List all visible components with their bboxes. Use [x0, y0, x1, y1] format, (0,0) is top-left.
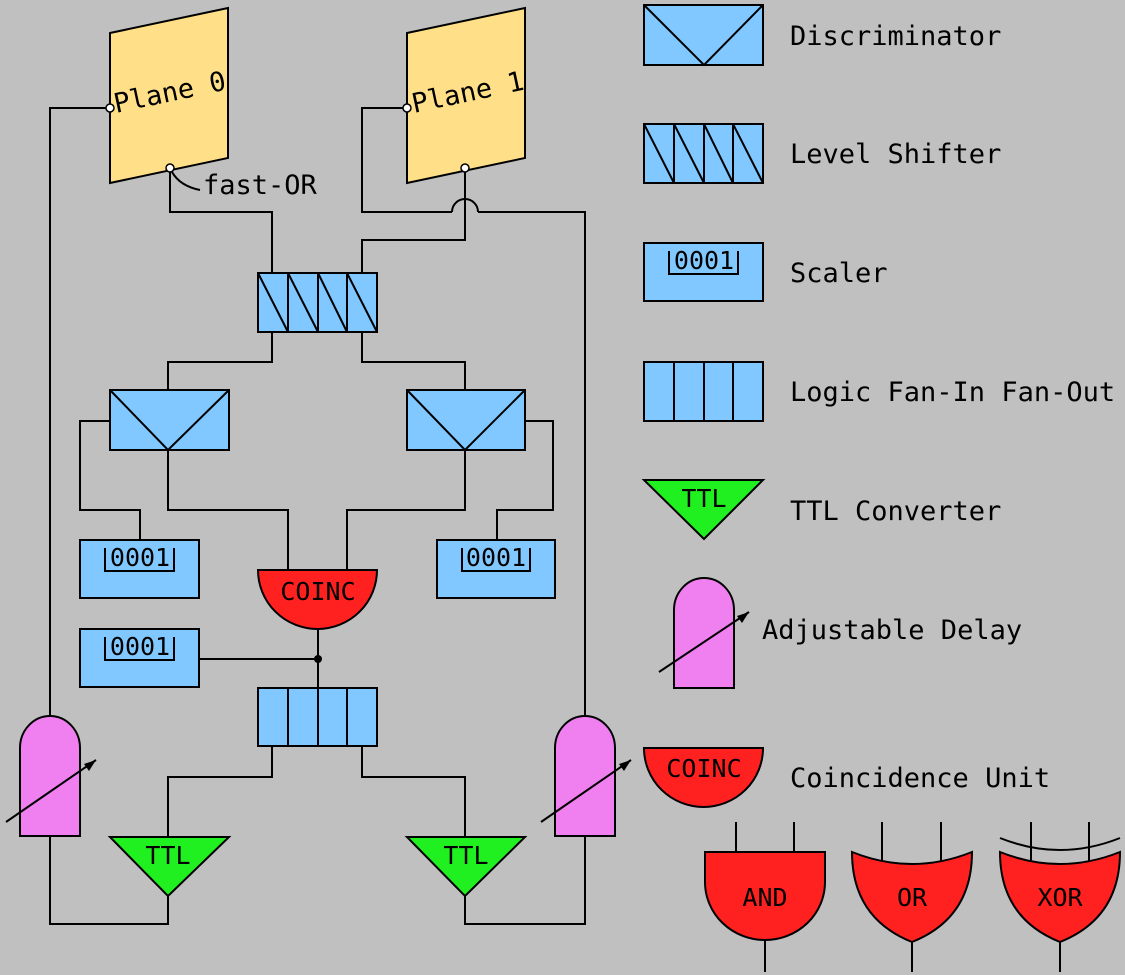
legend-coinc-symbol: COINC: [642, 747, 765, 808]
or-gate-label: OR: [897, 883, 928, 912]
legend-logic-fan-label: Logic Fan-In Fan-Out: [790, 377, 1115, 408]
legend-scaler-value: 0001: [674, 246, 734, 275]
junction-dot: [314, 655, 322, 663]
plane-1: Plane 1: [402, 6, 527, 185]
legend-scaler-symbol: 0001: [643, 242, 764, 302]
scaler-right-value: 0001: [466, 543, 526, 572]
plane-0-output-pin: [105, 103, 115, 113]
scaler-left-value: 0001: [110, 543, 170, 572]
legend-delay-symbol: [658, 577, 750, 689]
ttl-right: TTL: [404, 836, 528, 898]
ttl-left: TTL: [107, 836, 232, 898]
ttl-right-label: TTL: [443, 841, 488, 870]
legend-coinc-inner: COINC: [666, 754, 741, 783]
legend-level-shifter-symbol: [643, 123, 764, 184]
delay-right: [540, 715, 632, 837]
delay-left: [5, 715, 97, 837]
legend-discriminator-symbol: [643, 4, 764, 67]
level-shifter: [257, 272, 378, 333]
legend-coincidence-label: Coincidence Unit: [790, 763, 1050, 794]
legend-ttl-symbol: TTL: [641, 479, 766, 541]
scaler-center: 0001: [79, 628, 200, 688]
fast-or-label: fast-OR: [203, 170, 318, 201]
or-gate: OR: [850, 822, 974, 972]
xor-gate-label: XOR: [1037, 883, 1083, 912]
legend-logic-fan-symbol: [643, 361, 764, 422]
plane-1-fastor-pin: [460, 163, 470, 173]
plane-0: Plane 0: [105, 6, 229, 185]
legend-discriminator-label: Discriminator: [790, 21, 1001, 52]
legend: Discriminator Level Shifter 0001 Scaler …: [641, 4, 1122, 972]
discriminator-right: [406, 389, 526, 452]
ttl-left-label: TTL: [145, 841, 190, 870]
legend-level-shifter-label: Level Shifter: [790, 139, 1001, 170]
legend-ttl-converter-label: TTL Converter: [790, 496, 1001, 527]
coinc-label: COINC: [280, 577, 355, 606]
scaler-center-value: 0001: [110, 632, 170, 661]
wires: [49, 107, 586, 925]
scaler-right: 0001: [436, 539, 556, 599]
legend-ttl-label-inner: TTL: [681, 484, 726, 513]
scaler-left: 0001: [79, 539, 200, 599]
logic-fan: [257, 687, 378, 747]
plane-1-output-pin: [402, 103, 412, 113]
legend-delay-label: Adjustable Delay: [762, 615, 1022, 646]
fast-or-callout: fast-OR: [171, 170, 318, 201]
xor-gate: XOR: [998, 822, 1122, 972]
legend-scaler-label: Scaler: [790, 258, 888, 289]
and-gate-label: AND: [742, 883, 787, 912]
and-gate: AND: [704, 822, 826, 972]
discriminator-left: [109, 389, 230, 452]
plane-0-fastor-pin: [165, 163, 175, 173]
coinc-unit: COINC: [256, 569, 379, 630]
